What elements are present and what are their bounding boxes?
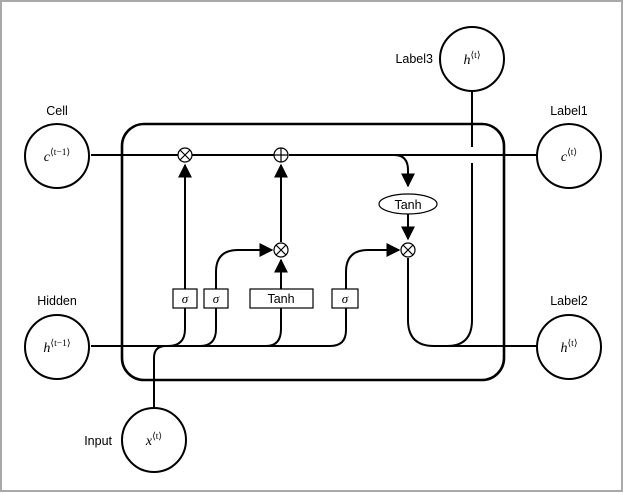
sigma2-to-input-mul [215, 243, 274, 289]
output-mul-op [400, 242, 416, 258]
sigma-gate-2: σ [203, 288, 229, 309]
add-op [273, 147, 289, 163]
svg-text:σ: σ [213, 291, 220, 306]
branch-sigma2 [199, 308, 217, 347]
branch-sigma1 [167, 308, 186, 347]
svg-text:c⟨t−1⟩: c⟨t−1⟩ [44, 147, 71, 165]
svg-text:x⟨t⟩: x⟨t⟩ [145, 431, 163, 449]
sigma-gate-3: σ [331, 288, 359, 309]
branch-tanh1 [265, 308, 282, 347]
tanh-gate-2: Tanh [378, 193, 438, 215]
sigma3-to-output-mul [345, 243, 401, 289]
hidden-input-line [91, 308, 347, 347]
input-label: Input [84, 434, 112, 448]
forget-mul-op [177, 147, 193, 163]
cell-label: Cell [46, 104, 68, 118]
label1: Label1 [550, 104, 588, 118]
label3: Label3 [395, 52, 433, 66]
svg-text:Tanh: Tanh [394, 198, 421, 212]
h-t-right-node: h⟨t⟩ [536, 314, 602, 380]
svg-text:Tanh: Tanh [267, 292, 294, 306]
c-t-node: c⟨t⟩ [536, 123, 602, 189]
cell-to-tanh-line [393, 154, 415, 188]
svg-text:c⟨t⟩: c⟨t⟩ [561, 147, 578, 165]
lstm-cell-box [120, 122, 506, 382]
svg-text:σ: σ [342, 291, 349, 306]
c-prev-node: c⟨t−1⟩ [24, 123, 90, 189]
label2: Label2 [550, 294, 588, 308]
output-line [407, 258, 537, 347]
x-t-node: x⟨t⟩ [121, 407, 187, 473]
sigma-gate-1: σ [172, 288, 198, 309]
h-t-top-node: h⟨t⟩ [439, 26, 505, 92]
input-line [153, 345, 167, 412]
svg-text:h⟨t⟩: h⟨t⟩ [463, 50, 480, 68]
hidden-up-line [446, 163, 473, 347]
hidden-label: Hidden [37, 294, 77, 308]
tanh-gate-1: Tanh [249, 288, 314, 309]
svg-text:h⟨t⟩: h⟨t⟩ [560, 338, 577, 356]
svg-text:σ: σ [182, 291, 189, 306]
input-mul-op [273, 242, 289, 258]
h-prev-node: h⟨t−1⟩ [24, 314, 90, 380]
svg-text:h⟨t−1⟩: h⟨t−1⟩ [43, 338, 70, 356]
